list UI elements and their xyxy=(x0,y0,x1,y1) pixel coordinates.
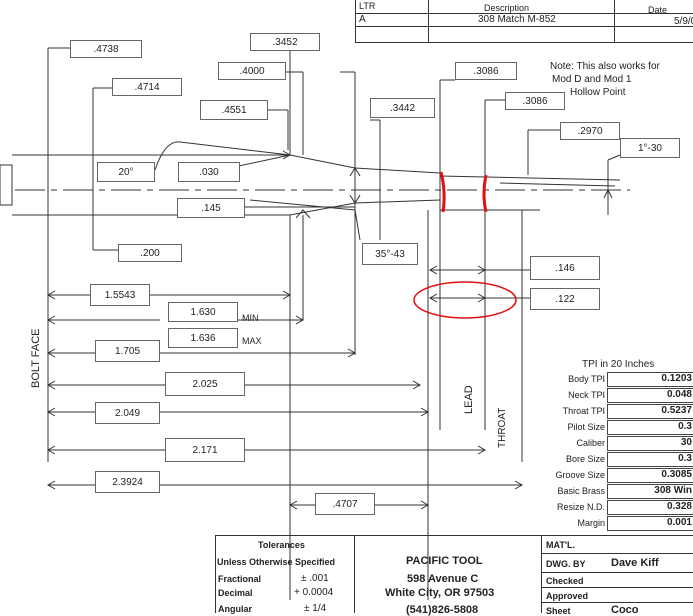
revision-date: 5/9/0 xyxy=(674,16,693,27)
matl-label: MAT'L. xyxy=(546,540,575,550)
revision-block: LTR Description Date A 308 Match M-852 5… xyxy=(355,0,693,43)
tpi-row: Caliber 30 xyxy=(553,436,693,452)
reamer-shank xyxy=(0,164,13,206)
tpi-row: Body TPI 0.1203 xyxy=(553,372,693,388)
angle-20: 20° xyxy=(97,162,155,182)
checked-label: Checked xyxy=(546,576,584,586)
min-label: MIN xyxy=(242,313,259,323)
dim-23924: 2.3924 xyxy=(95,471,160,493)
note: Note: This also works for Mod D and Mod … xyxy=(550,60,660,99)
tolerances-subtitle: Unless Otherwise Specified xyxy=(217,557,336,567)
tpi-value: 0.001 xyxy=(607,516,693,531)
tpi-value: 0.048 xyxy=(607,388,693,403)
tolerances-title: Tolerances xyxy=(258,540,305,550)
note-line-1: Note: This also works for xyxy=(550,61,660,72)
dim-4551: .4551 xyxy=(200,100,268,120)
dim-3442: .3442 xyxy=(370,98,435,118)
tpi-key: Resize N.D. xyxy=(556,502,605,512)
dim-2049: 2.049 xyxy=(95,402,160,424)
revision-ltr: A xyxy=(359,14,366,25)
revision-ltr-header: LTR xyxy=(359,1,376,11)
tpi-value: 308 Win xyxy=(607,484,693,499)
dim-4714: .4714 xyxy=(112,78,182,96)
note-line-2: Mod D and Mod 1 xyxy=(552,74,632,85)
tpi-row: Margin 0.001 xyxy=(553,516,693,532)
dim-3086-b: .3086 xyxy=(505,92,565,110)
throat-label: THROAT xyxy=(497,407,508,448)
tpi-key: Body TPI xyxy=(568,374,605,384)
dim-146: .146 xyxy=(530,256,600,280)
sheet-value: Coco xyxy=(611,604,639,616)
tpi-key: Bore Size xyxy=(565,454,605,464)
fractional-value: ± .001 xyxy=(301,573,329,584)
dim-4000: .4000 xyxy=(218,62,286,80)
tpi-value: 0.328 xyxy=(607,500,693,515)
dim-3452: .3452 xyxy=(250,33,320,51)
tpi-row: Groove Size 0.3085 xyxy=(553,468,693,484)
angular-value: ± 1/4 xyxy=(304,603,327,614)
tpi-value: 0.1203 xyxy=(607,372,693,387)
company-address-1: 598 Avenue C xyxy=(407,573,479,585)
bolt-face-label: BOLT FACE xyxy=(30,328,42,388)
markup-ellipse xyxy=(413,281,517,319)
max-label: MAX xyxy=(242,336,262,346)
tpi-key: Caliber xyxy=(576,438,605,448)
tpi-row: Resize N.D. 0.328 xyxy=(553,500,693,516)
approved-label: Approved xyxy=(546,591,589,601)
decimal-value: + 0.0004 xyxy=(294,587,334,598)
tpi-key: Neck TPI xyxy=(568,390,605,400)
dim-122: .122 xyxy=(530,288,600,310)
tpi-value: 30 xyxy=(607,436,693,451)
tpi-value: 0.3085 xyxy=(607,468,693,483)
tpi-key: Throat TPI xyxy=(562,406,605,416)
dim-1705: 1.705 xyxy=(95,340,160,362)
sheet-label: Sheet xyxy=(546,606,571,616)
title-block: Tolerances Unless Otherwise Specified Fr… xyxy=(215,535,693,616)
tpi-row: Pilot Size 0.3 xyxy=(553,420,693,436)
tpi-row: Basic Brass 308 Win xyxy=(553,484,693,500)
fractional-label: Fractional xyxy=(218,574,262,584)
note-line-3: Hollow Point xyxy=(570,87,626,98)
dim-4707: .4707 xyxy=(315,493,375,515)
angle-1-30: 1°-30 xyxy=(620,138,680,158)
company-phone: (541)826-5808 xyxy=(406,604,479,616)
dwg-by-label: DWG. BY xyxy=(546,559,586,569)
tpi-table-title: TPI in 20 Inches xyxy=(582,359,655,370)
lead-label: LEAD xyxy=(463,385,475,414)
tpi-value: 0.5237 xyxy=(607,404,693,419)
dim-1636: 1.636 xyxy=(168,328,238,348)
tpi-key: Margin xyxy=(577,518,605,528)
tpi-row: Bore Size 0.3 xyxy=(553,452,693,468)
markup-stroke-throat xyxy=(482,174,488,213)
tpi-row: Neck TPI 0.048 xyxy=(553,388,693,404)
dim-15543: 1.5543 xyxy=(90,284,150,306)
dim-4738: .4738 xyxy=(70,40,142,58)
dim-2025: 2.025 xyxy=(165,372,245,396)
revision-date-header: Date xyxy=(648,5,668,15)
dim-145: .145 xyxy=(177,198,245,218)
markup-stroke-lead xyxy=(439,171,446,213)
dim-030: .030 xyxy=(178,162,240,182)
tpi-value: 0.3 xyxy=(607,420,693,435)
dim-1630: 1.630 xyxy=(168,302,238,322)
dwg-by-value: Dave Kiff xyxy=(611,557,659,569)
tpi-key: Groove Size xyxy=(555,470,605,480)
dim-2970: .2970 xyxy=(560,122,620,140)
revision-description-header: Description xyxy=(484,3,530,13)
company-name: PACIFIC TOOL xyxy=(406,555,483,567)
dim-200: .200 xyxy=(118,244,182,262)
dim-2171: 2.171 xyxy=(165,438,245,462)
tpi-key: Pilot Size xyxy=(567,422,605,432)
dim-3086-a: .3086 xyxy=(455,62,517,80)
angle-35-43: 35°-43 xyxy=(362,243,418,265)
tpi-key: Basic Brass xyxy=(557,486,605,496)
tpi-value: 0.3 xyxy=(607,452,693,467)
company-address-2: White City, OR 97503 xyxy=(385,587,495,599)
tpi-row: Throat TPI 0.5237 xyxy=(553,404,693,420)
revision-description: 308 Match M-852 xyxy=(478,14,556,25)
decimal-label: Decimal xyxy=(218,588,253,598)
angular-label: Angular xyxy=(218,604,253,614)
